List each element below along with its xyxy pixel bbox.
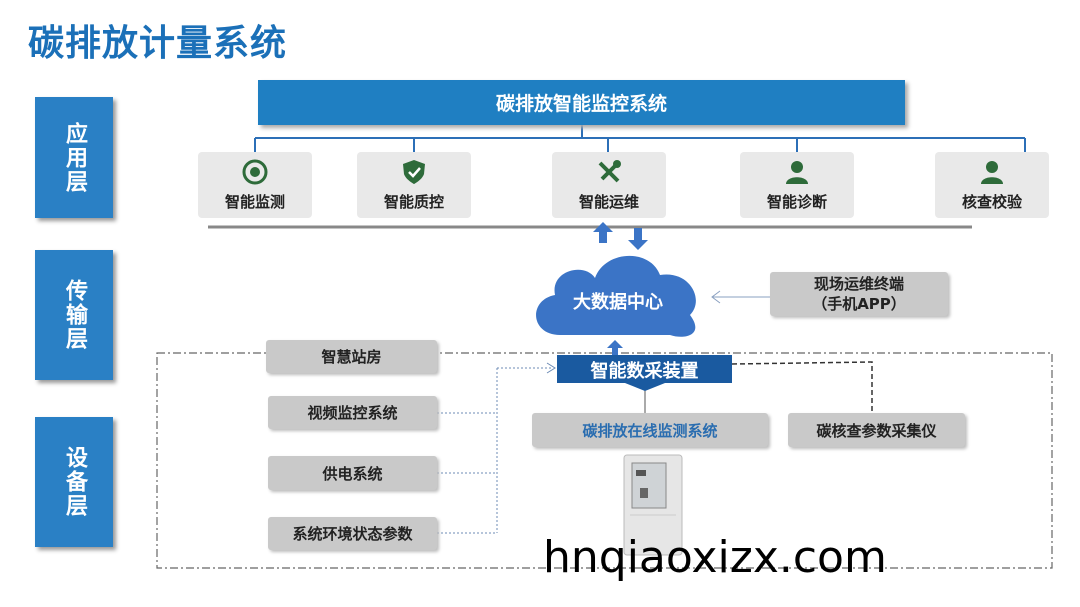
function-label: 智能运维 <box>578 192 639 211</box>
field-terminal-box: 现场运维终端 （手机APP） <box>770 272 948 316</box>
up-arrow-icon <box>593 222 613 243</box>
layer-device: 设备层 <box>35 417 113 547</box>
layer-application: 应用层 <box>35 97 113 218</box>
data-collector-label: 智能数采装置 <box>590 361 699 382</box>
page-title: 碳排放计量系统 <box>28 23 288 64</box>
device-zone-border <box>156 352 1053 569</box>
video-monitoring-box: 视频监控系统 <box>268 396 437 429</box>
power-supply-box: 供电系统 <box>268 456 437 490</box>
dotted-links <box>437 367 553 534</box>
terminal-line1: 现场运维终端 <box>813 275 904 293</box>
function-quality-control[interactable]: 智能质控 <box>357 152 471 218</box>
function-verification[interactable]: 核查校验 <box>935 152 1049 218</box>
user-icon <box>786 160 808 184</box>
tools-icon <box>598 159 621 182</box>
smart-station-box: 智慧站房 <box>266 340 437 373</box>
up-arrow-icon <box>607 340 623 356</box>
terminal-line2: （手机APP） <box>812 295 906 313</box>
function-label: 智能质控 <box>383 192 444 211</box>
cabinet-image <box>623 454 683 556</box>
function-maintenance[interactable]: 智能运维 <box>552 152 666 218</box>
environment-params-box: 系统环境状态参数 <box>268 517 437 550</box>
watermark: hnqiaoxizx.com <box>543 532 887 583</box>
online-monitoring-box: 碳排放在线监测系统 <box>532 413 768 447</box>
tree-connectors <box>254 125 1026 152</box>
user-icon <box>981 160 1003 184</box>
shield-check-icon <box>403 159 425 184</box>
function-label: 智能诊断 <box>766 192 827 211</box>
layer-transport: 传输层 <box>35 250 113 380</box>
dashed-link <box>731 361 873 413</box>
function-label: 核查校验 <box>961 192 1022 211</box>
collector-shape <box>557 355 732 391</box>
function-diagnosis[interactable]: 智能诊断 <box>740 152 854 218</box>
arrow-left-icon <box>711 290 721 304</box>
cloud-label: 大数据中心 <box>573 292 663 313</box>
cloud-shape <box>536 255 696 337</box>
carbon-verify-collector-box: 碳核查参数采集仪 <box>788 413 965 447</box>
monitoring-system-banner: 碳排放智能监控系统 <box>258 80 905 125</box>
arrow-right-icon <box>546 362 556 374</box>
function-monitoring[interactable]: 智能监测 <box>198 152 312 218</box>
target-icon <box>242 159 268 184</box>
down-arrow-icon <box>628 228 648 250</box>
function-label: 智能监测 <box>224 192 285 211</box>
